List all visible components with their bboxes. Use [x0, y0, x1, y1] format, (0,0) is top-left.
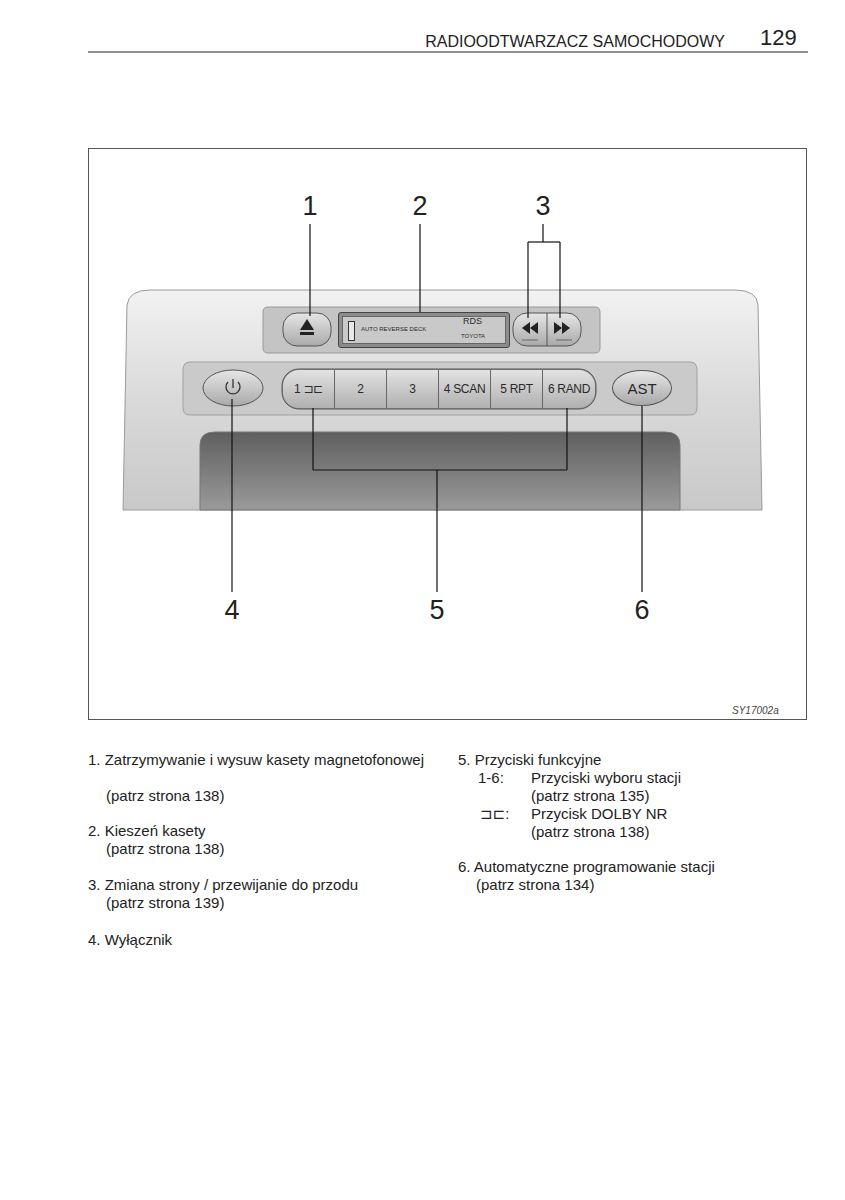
page-reference: (patrz strona 135)	[531, 787, 801, 805]
top-row-recess	[263, 307, 600, 353]
power-symbol	[232, 379, 233, 388]
list-text: Przycisk DOLBY NR	[531, 805, 801, 823]
button-label: 2	[357, 383, 363, 395]
tape-buttons	[513, 313, 581, 346]
button-label: AST	[627, 381, 656, 396]
list-text: Przyciski wyboru stacji	[531, 769, 801, 787]
rewind-symbol	[530, 322, 538, 334]
button-label: 4 SCAN	[444, 383, 486, 395]
page-number: 129	[760, 25, 810, 51]
header-rule	[88, 51, 808, 52]
button-divider	[547, 313, 548, 346]
page-reference: (patrz strona 138)	[106, 840, 436, 858]
eject-symbol	[300, 332, 314, 335]
deck-marking: RDS	[463, 317, 482, 326]
forward-symbol	[562, 322, 570, 334]
list-key: ⊐⊏:	[480, 805, 530, 823]
forward-symbol	[554, 322, 562, 334]
page-reference: (patrz strona 138)	[531, 823, 801, 841]
list-item: 1. Zatrzymywanie i wysuw kasety magnetof…	[88, 751, 443, 769]
leader-lines	[232, 224, 642, 592]
callout-number: 4	[217, 594, 247, 626]
storage-bin	[200, 432, 680, 510]
preset-button: 4 SCAN	[439, 370, 491, 408]
page-reference: (patrz strona 138)	[106, 787, 436, 805]
ast-button: AST	[612, 370, 672, 406]
eject-symbol	[300, 319, 314, 330]
preset-group	[282, 369, 596, 409]
callout-number: 5	[422, 594, 452, 626]
list-item: 4. Wyłącznik	[88, 931, 443, 949]
cassette-slot: AUTO REVERSE DECK RDS TOYOTA	[338, 312, 510, 348]
button-label: 5 RPT	[500, 383, 533, 395]
preset-button: 1 ⊐⊏	[283, 370, 335, 408]
preset-button: 6 RAND	[543, 370, 595, 408]
eject-button	[283, 313, 331, 346]
page-reference: (patrz strona 134)	[476, 876, 796, 894]
preset-button: 2	[335, 370, 387, 408]
button-label: 3	[409, 383, 415, 395]
preset-button: 5 RPT	[491, 370, 543, 408]
power-button	[203, 370, 263, 406]
list-item: 5. Przyciski funkcyjne	[458, 751, 798, 769]
button-mark	[522, 340, 538, 341]
deck-marking: TOYOTA	[461, 333, 485, 339]
callout-number: 6	[627, 594, 657, 626]
list-item: 2. Kieszeń kasety	[88, 822, 443, 840]
callout-number: 1	[295, 190, 325, 222]
preset-button: 3	[387, 370, 439, 408]
callout-number: 2	[405, 190, 435, 222]
button-label: 6 RAND	[548, 383, 590, 395]
button-row-recess	[183, 362, 697, 415]
list-item: 3. Zmiana strony / przewijanie do przodu	[88, 876, 443, 894]
figure-frame	[89, 149, 807, 720]
callout-number: 3	[528, 190, 558, 222]
deck-marking: AUTO REVERSE DECK	[361, 326, 426, 332]
tape-window	[348, 321, 355, 341]
figure-code: SY17002a	[732, 705, 802, 717]
page-reference: (patrz strona 139)	[106, 894, 436, 912]
rewind-symbol	[522, 322, 530, 334]
running-header: RADIOODTWARZACZ SAMOCHODOWY	[300, 32, 725, 51]
dash-panel	[123, 290, 762, 510]
list-item: 6. Automatyczne programowanie stacji	[458, 858, 798, 876]
button-label: 1 ⊐⊏	[294, 383, 323, 395]
button-mark	[556, 340, 572, 341]
list-key: 1-6:	[478, 769, 528, 787]
